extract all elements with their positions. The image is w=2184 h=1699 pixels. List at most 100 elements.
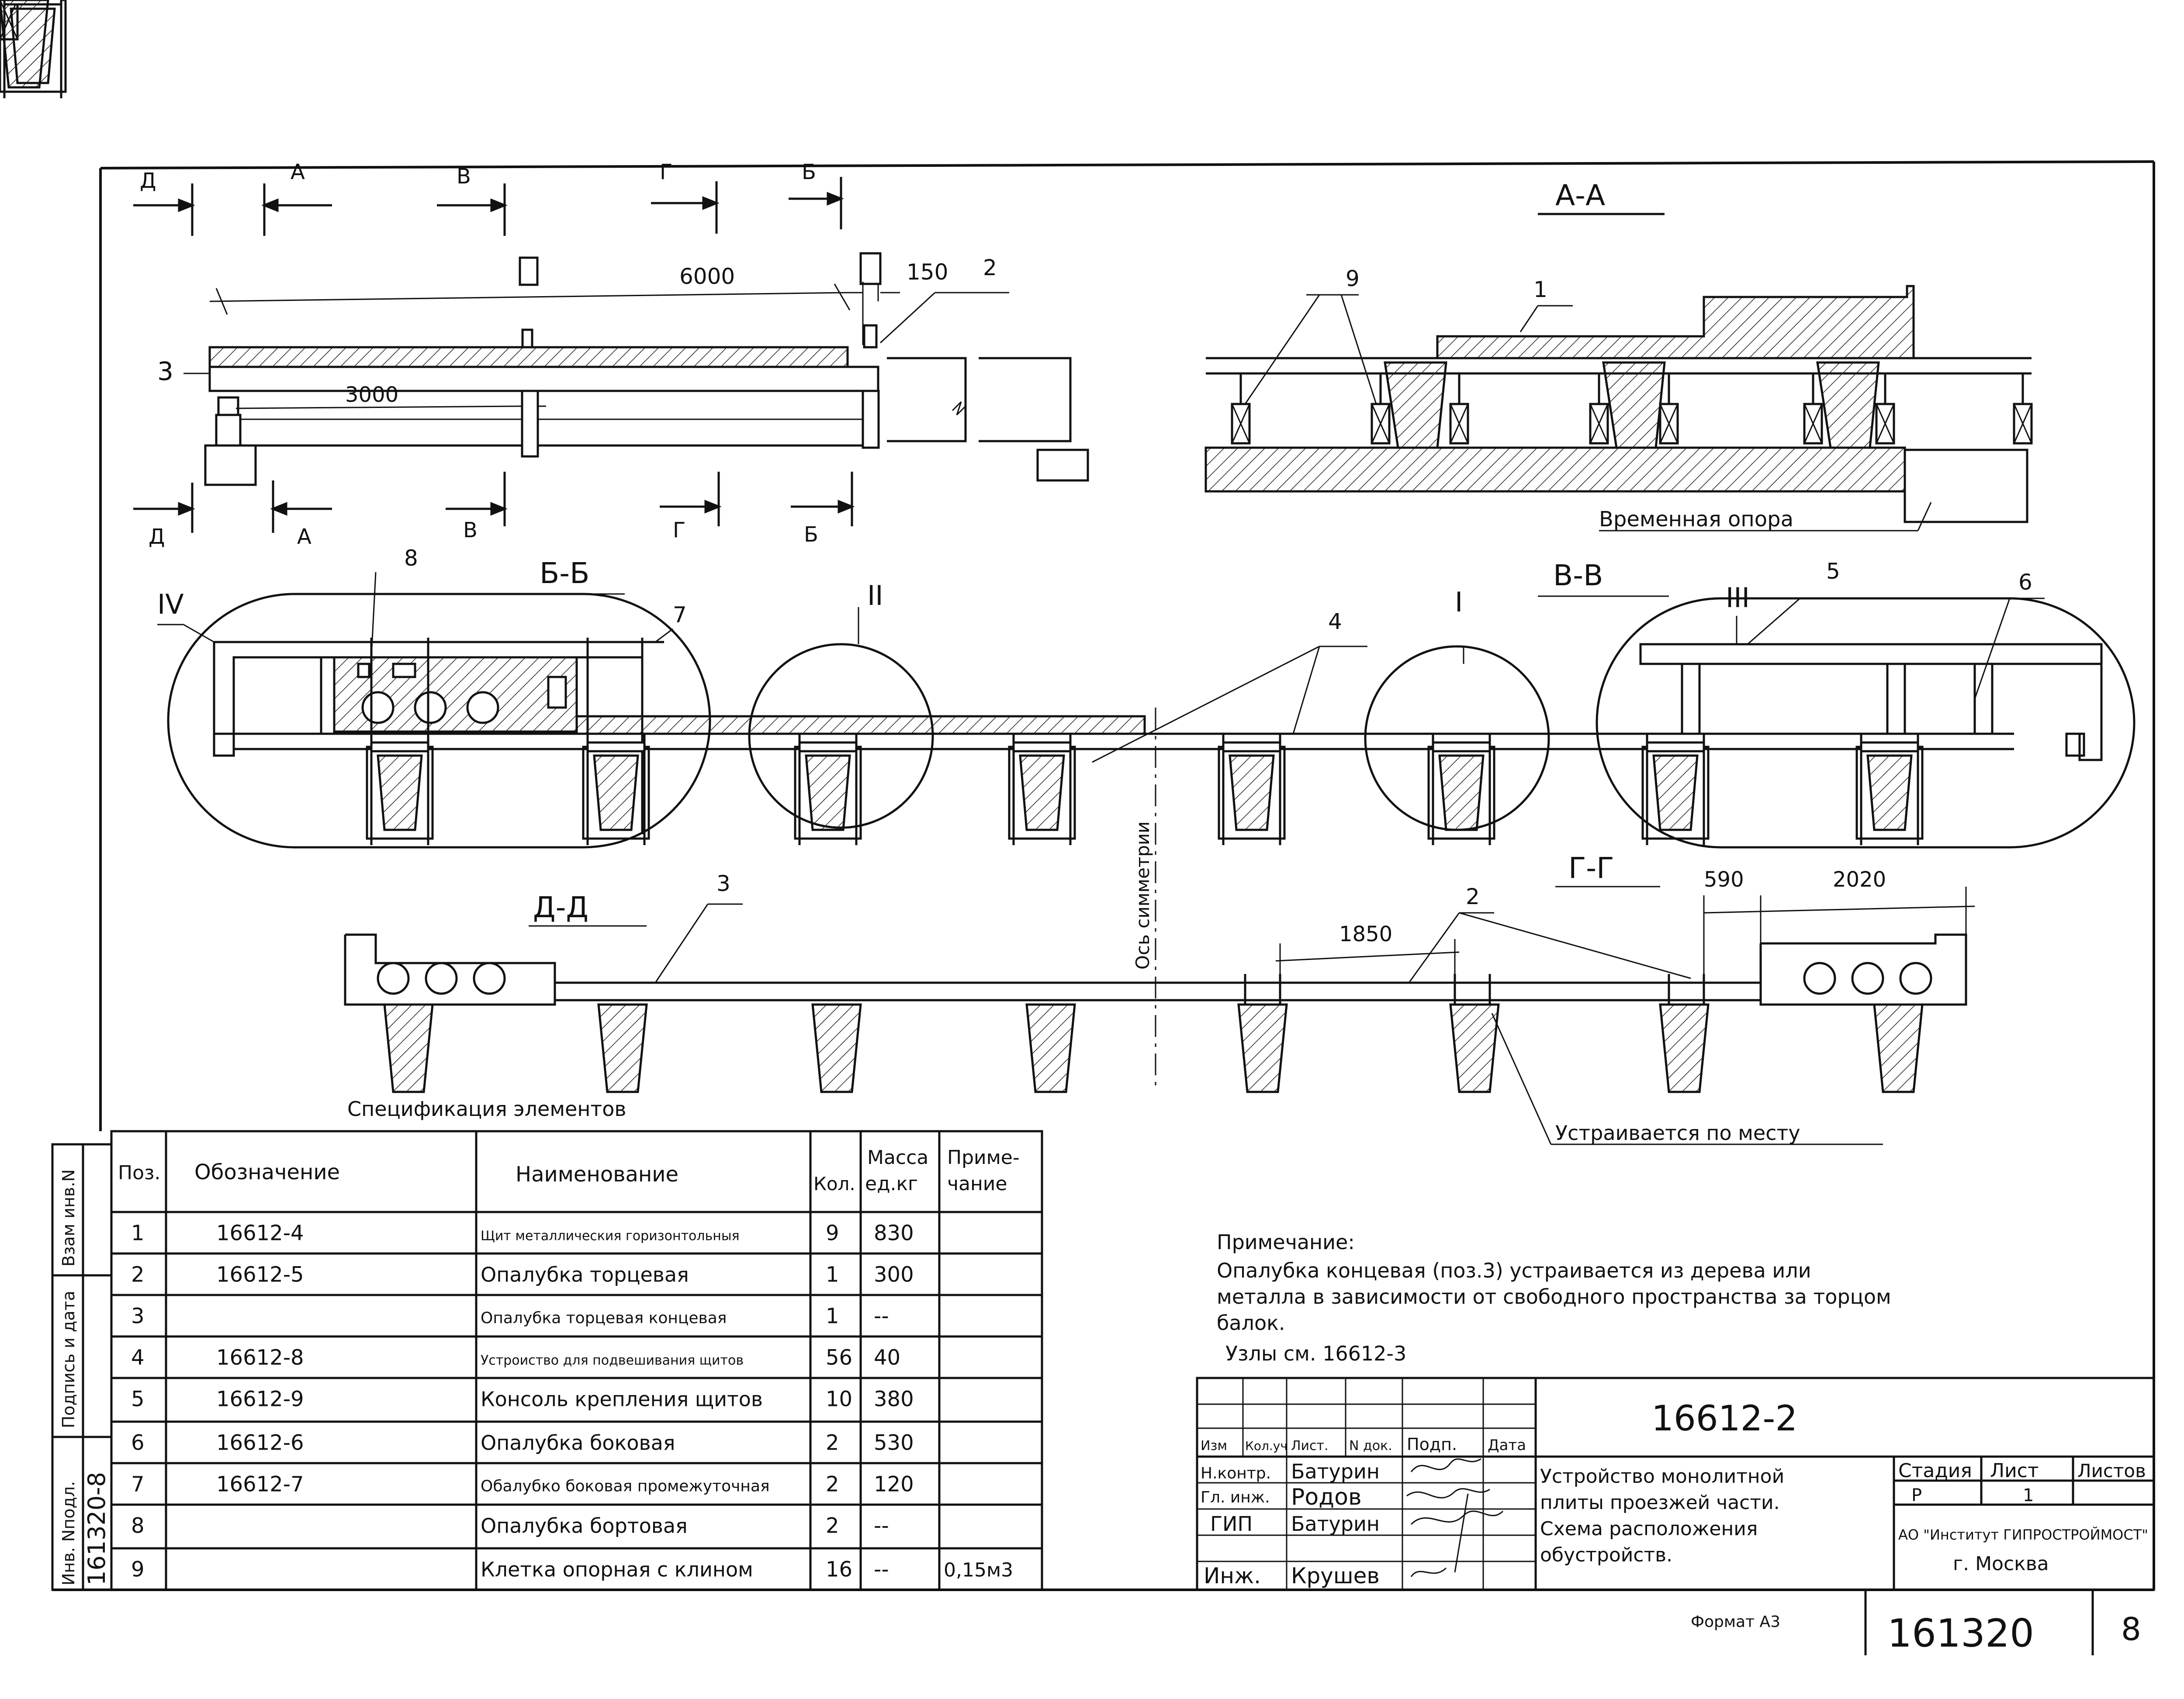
title-code: 16612-2 xyxy=(1651,1398,1797,1439)
callout-7: 7 xyxy=(673,602,687,628)
spec-cell-code: 16612-4 xyxy=(216,1221,304,1246)
spec-cell-mass: -- xyxy=(874,1557,889,1582)
tb-hdr-list: Лист. xyxy=(1291,1438,1329,1454)
spec-cell-name: Опалубка боковая xyxy=(481,1431,675,1455)
callout-3-bottom: 3 xyxy=(716,871,730,896)
cut-mark-labels: Д А В Г Б Д А В Г Б xyxy=(140,160,818,549)
axis-label: Ось симметрии xyxy=(1132,821,1153,970)
section-bb-vv-labels: Б-Б В-В IV II I III 8 7 4 5 6 Ось симмет… xyxy=(157,546,2032,970)
cut-label-v-bottom: В xyxy=(463,518,478,542)
cut-label-d-bottom: Д xyxy=(149,525,165,549)
section-vv-title: В-В xyxy=(1553,559,1603,592)
spec-cell-pos: 9 xyxy=(131,1557,145,1582)
spec-cell-pos: 8 xyxy=(131,1514,145,1538)
spec-cell-mass: 380 xyxy=(874,1387,914,1412)
spec-cell-code: 16612-7 xyxy=(216,1472,304,1497)
tb-name-1: Батурин xyxy=(1291,1460,1380,1483)
elevation-view xyxy=(183,252,1089,486)
cut-label-b-top: Б xyxy=(802,160,816,184)
dim-gap: 150 xyxy=(907,259,948,285)
callout-4: 4 xyxy=(1328,609,1342,634)
note-title: Примечание: xyxy=(1217,1230,1355,1254)
section-aa xyxy=(0,0,2032,532)
tb-sheets-hdr: Листов xyxy=(2077,1460,2146,1481)
left-strip-labels: Взам инв.N Подпись и дата Инв. Nподл. 16… xyxy=(59,1169,111,1585)
spec-cell-code: 16612-9 xyxy=(216,1387,304,1412)
strip-number: 161320-8 xyxy=(83,1472,111,1585)
section-dd-gg xyxy=(0,0,1975,1145)
in-place-label: Устраивается по месту xyxy=(1555,1121,1800,1145)
spec-cell-qty: 1 xyxy=(826,1263,839,1287)
node-iv: IV xyxy=(157,588,184,620)
tb-desc-1: Устройство монолитной xyxy=(1540,1465,1784,1488)
footer: Формат А3 161320 8 xyxy=(1691,1611,2141,1656)
spec-cell-code: 16612-8 xyxy=(216,1346,304,1370)
temp-support-label: Временная опора xyxy=(1599,507,1793,532)
tb-role-1: Н.контр. xyxy=(1201,1464,1271,1482)
tb-role-3: ГИП xyxy=(1210,1512,1253,1536)
tb-org-2: г. Москва xyxy=(1953,1553,2049,1575)
strip-inv: Инв. Nподл. xyxy=(59,1481,78,1585)
tb-hdr-data: Дата xyxy=(1488,1437,1526,1454)
spec-cell-pos: 5 xyxy=(131,1387,145,1412)
spec-cell-qty: 2 xyxy=(826,1431,839,1455)
tb-hdr-podp: Подп. xyxy=(1407,1435,1457,1454)
spec-cell-mass: 830 xyxy=(874,1221,914,1246)
callout-8: 8 xyxy=(404,546,418,571)
note-line-1: Опалубка концевая (поз.3) устраивается и… xyxy=(1217,1259,1811,1282)
tb-org-1: АО "Институт ГИПРОСТРОЙМОСТ" xyxy=(1898,1526,2148,1543)
strip-sign: Подпись и дата xyxy=(59,1291,78,1428)
note-line-3: балок. xyxy=(1217,1311,1285,1335)
node-iii: III xyxy=(1726,582,1750,614)
tb-role-4: Инж. xyxy=(1204,1563,1261,1588)
note-line-2: металла в зависимости от свободного прос… xyxy=(1217,1285,1891,1309)
spec-cell-qty: 9 xyxy=(826,1221,839,1246)
footer-format: Формат А3 xyxy=(1691,1613,1780,1631)
note: Примечание: Опалубка концевая (поз.3) ус… xyxy=(1217,1230,1891,1365)
spec-table xyxy=(51,1130,1043,1591)
section-gg-title: Г-Г xyxy=(1568,851,1614,885)
spec-header-qty: Кол. xyxy=(813,1173,855,1195)
tb-name-2: Родов xyxy=(1291,1484,1362,1510)
cut-label-a-top: А xyxy=(291,160,305,184)
tb-stage-hdr: Стадия xyxy=(1898,1460,1972,1482)
node-i: I xyxy=(1455,586,1463,618)
strip-vzam: Взам инв.N xyxy=(59,1169,78,1267)
tb-name-3: Батурин xyxy=(1291,1512,1380,1536)
spec-cell-mass: -- xyxy=(874,1514,889,1538)
tb-sheet-hdr: Лист xyxy=(1990,1460,2039,1482)
spec-header-note2: чание xyxy=(947,1173,1007,1195)
spec-cell-mass: 530 xyxy=(874,1431,914,1455)
tb-sheet: 1 xyxy=(2023,1485,2034,1506)
spec-cell-code: 16612-5 xyxy=(216,1263,304,1287)
spec-cell-code: 16612-6 xyxy=(216,1431,304,1455)
spec-headers: Поз. Обозначение Наименование Кол. Масса… xyxy=(118,1146,1020,1195)
callout-1: 1 xyxy=(1533,277,1547,302)
tb-hdr-kol: Кол.уч xyxy=(1245,1439,1288,1453)
section-dd-gg-labels: Д-Д Г-Г 3 2 1850 590 2020 Устраивается п… xyxy=(347,851,1886,1145)
tb-name-4: Крушев xyxy=(1291,1563,1380,1588)
cut-label-v-top: В xyxy=(457,164,471,189)
dim-1850: 1850 xyxy=(1339,922,1392,946)
tb-hdr-ndok: N док. xyxy=(1349,1438,1392,1454)
spec-cell-name: Опалубка торцевая xyxy=(481,1263,689,1287)
cut-label-a-bottom: А xyxy=(297,525,312,549)
tb-desc-3: Схема расположения xyxy=(1540,1518,1758,1540)
spec-cell-qty: 56 xyxy=(826,1346,852,1370)
spec-cell-name: Опалубка торцевая концевая xyxy=(481,1309,727,1327)
spec-cell-name: Консоль крепления щитов xyxy=(481,1388,763,1411)
spec-cell-qty: 2 xyxy=(826,1472,839,1497)
section-dd-title: Д-Д xyxy=(533,891,588,924)
section-aa-title: А-А xyxy=(1555,179,1605,212)
callout-6: 6 xyxy=(2018,570,2032,595)
spec-header-code: Обозначение xyxy=(194,1160,340,1184)
footer-number: 161320 xyxy=(1887,1611,2034,1656)
spec-cell-mass: 300 xyxy=(874,1263,914,1287)
callout-5: 5 xyxy=(1826,559,1840,584)
cut-marks xyxy=(133,177,855,533)
spec-cell-mass: 40 xyxy=(874,1346,900,1370)
spec-cell-pos: 6 xyxy=(131,1431,145,1455)
spec-header-pos: Поз. xyxy=(118,1162,160,1184)
